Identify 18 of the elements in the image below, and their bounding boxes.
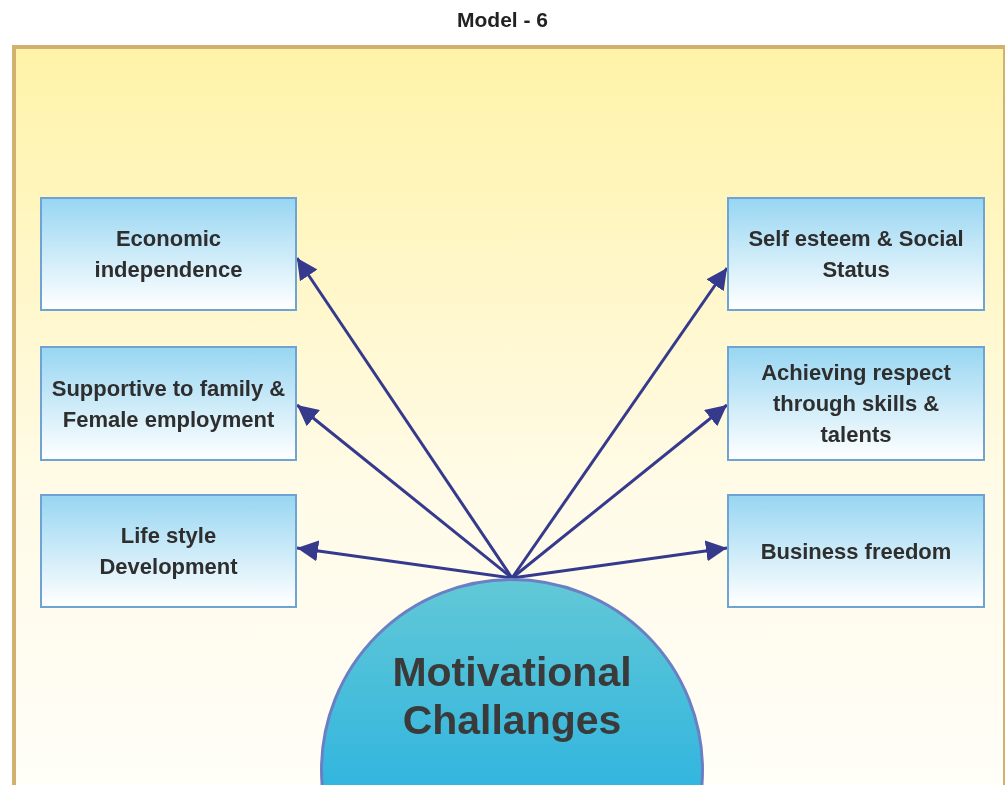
text-box [40,494,297,608]
node-label: Business freedom [759,537,953,566]
node-label: Supportive to family & Female employment [50,374,287,434]
node-label: Motivational Challanges [391,648,633,744]
arrow [511,540,728,580]
text-box [40,197,297,311]
semicircle-node [320,578,704,785]
node-label: Economic independence [93,225,244,284]
node-label: Life style Development [98,522,239,581]
text-box [40,346,297,461]
node-label: Achieving respect through skills & talents [760,359,952,449]
arrow [510,267,729,579]
text-box [727,494,985,608]
diagram-title: Model - 6 [456,8,549,32]
text-box [727,346,985,461]
node-label: Self esteem & Social Status [747,225,965,284]
arrow [296,540,513,580]
text-box [727,197,985,311]
